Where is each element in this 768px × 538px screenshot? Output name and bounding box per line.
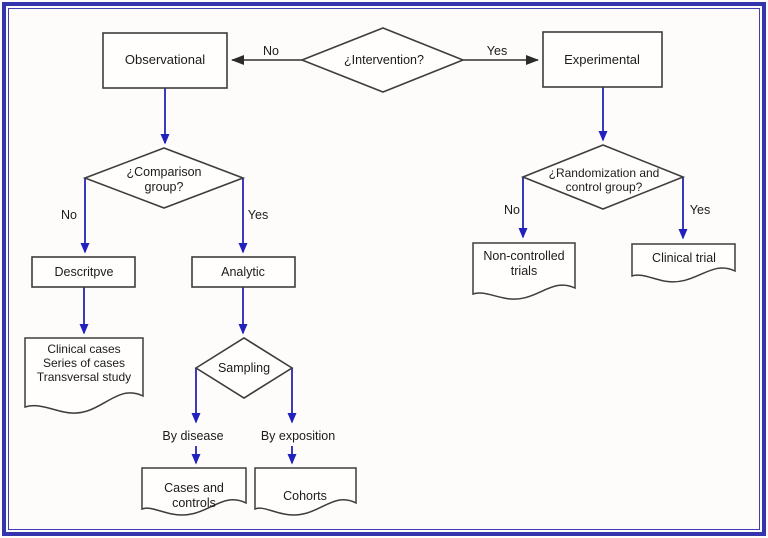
cohorts-label: Cohorts (283, 489, 327, 503)
edge-label-intervention-yes: Yes (487, 44, 507, 58)
edge-label-randomization-no: No (504, 203, 520, 217)
non-controlled-line1: Non-controlled (483, 249, 564, 263)
node-intervention-diamond (299, 27, 466, 93)
node-randomization-diamond (520, 144, 686, 210)
cases-controls-line2: controls (172, 496, 216, 510)
descriptive-label: Descritpve (54, 265, 113, 279)
clinical-cases-line1: Clinical cases (47, 342, 120, 356)
node-sampling-diamond (194, 337, 294, 399)
analytic-label: Analytic (221, 265, 265, 279)
node-descriptive-box (31, 256, 136, 288)
node-cohorts-document (254, 467, 357, 516)
edge-label-by-exposition: By exposition (261, 429, 335, 443)
node-comparison-diamond (82, 147, 246, 209)
comparison-label-line2: group? (145, 180, 184, 194)
randomization-label-line1: ¿Randomization and (549, 166, 660, 180)
node-experimental-box (542, 31, 663, 88)
edge-label-by-disease: By disease (162, 429, 223, 443)
intervention-label: ¿Intervention? (344, 53, 424, 67)
edge-label-randomization-yes: Yes (690, 203, 710, 217)
clinical-cases-line2: Series of cases (43, 356, 125, 370)
non-controlled-line2: trials (511, 264, 537, 278)
node-non-controlled-document (472, 242, 576, 300)
clinical-trial-label: Clinical trial (652, 251, 716, 265)
cases-controls-line1: Cases and (164, 481, 224, 495)
node-analytic-box (191, 256, 296, 288)
node-cases-controls-document (141, 467, 247, 516)
edge-label-comparison-no: No (61, 208, 77, 222)
randomization-label-line2: control group? (566, 180, 643, 194)
observational-label: Observational (125, 52, 205, 67)
clinical-cases-line3: Transversal study (37, 370, 131, 384)
node-observational-box (102, 32, 228, 89)
sampling-label: Sampling (218, 361, 270, 375)
comparison-label-line1: ¿Comparison (126, 165, 201, 179)
edge-label-intervention-no: No (263, 44, 279, 58)
node-clinical-cases-document (24, 337, 144, 414)
node-clinical-trial-document (631, 243, 736, 283)
edge-label-comparison-yes: Yes (248, 208, 268, 222)
experimental-label: Experimental (564, 52, 640, 67)
